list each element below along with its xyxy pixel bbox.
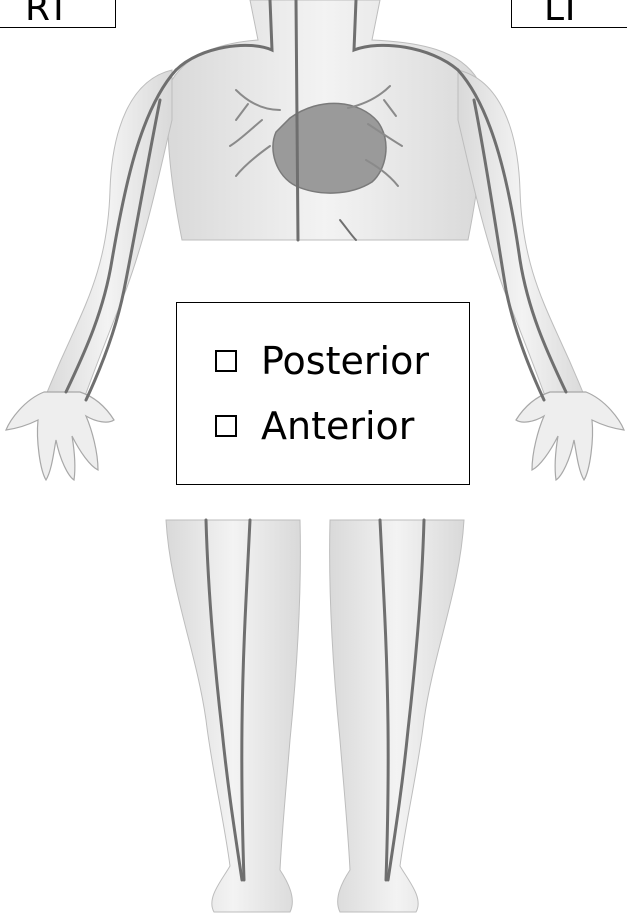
left-hand-shape <box>516 392 624 480</box>
left-side-label: LT <box>511 0 627 28</box>
posterior-option[interactable]: Posterior <box>215 338 429 384</box>
posterior-label: Posterior <box>261 338 429 384</box>
posterior-checkbox[interactable] <box>215 350 237 372</box>
right-leg-shape <box>166 520 300 912</box>
left-leg-shape <box>330 520 464 912</box>
anterior-label: Anterior <box>261 403 414 449</box>
right-hand-shape <box>6 392 114 480</box>
right-arm-shape <box>44 70 172 410</box>
right-side-label: RT <box>0 0 116 28</box>
anterior-checkbox[interactable] <box>215 415 237 437</box>
anterior-option[interactable]: Anterior <box>215 403 414 449</box>
view-selection-box: Posterior Anterior <box>176 302 470 485</box>
